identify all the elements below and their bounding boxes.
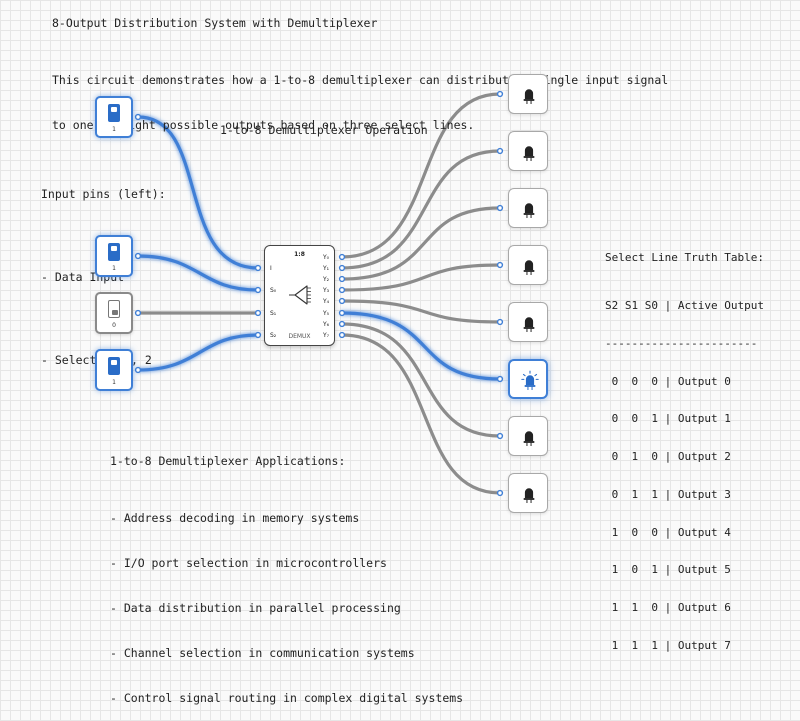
led-bulb-icon	[523, 488, 535, 503]
demux-symbol-icon	[289, 285, 311, 305]
application-item: - I/O port selection in microcontrollers	[110, 556, 387, 570]
switch-select-0[interactable]: 1	[95, 235, 133, 277]
application-item: - Channel selection in communication sys…	[110, 646, 415, 660]
output-led-1[interactable]	[508, 131, 548, 171]
application-item: - Data distribution in parallel processi…	[110, 601, 401, 615]
led-bulb-icon	[523, 89, 535, 104]
led-bulb-icon	[523, 146, 535, 161]
switch-select-1[interactable]: 0	[95, 292, 133, 334]
description: This circuit demonstrates how a 1-to-8 d…	[52, 43, 668, 148]
demux-pin-i: I	[270, 265, 272, 272]
wire-y4	[340, 299, 502, 324]
demux-component[interactable]: 1:8 I S₀ S₁ S₂ Y₀ Y₁ Y₂ Y₃ Y₄ Y₅ Y₆ Y₇ D…	[264, 245, 335, 346]
truth-table-row: 1 0 0 | Output 4	[605, 525, 731, 539]
truth-table-row: 0 0 1 | Output 1	[605, 412, 731, 426]
switch-value: 1	[112, 265, 116, 272]
demux-pin-y7: Y₇	[323, 332, 330, 339]
operation-label: 1-to-8 Demultiplexer Operation	[220, 123, 428, 137]
switch-value: 1	[112, 126, 116, 133]
wire-y2	[340, 206, 502, 281]
output-led-7[interactable]	[508, 473, 548, 513]
demux-pin-y2: Y₂	[323, 276, 330, 283]
truth-table-header: S2 S1 S0 | Active Output	[605, 298, 764, 312]
switch-data-input[interactable]: 1	[95, 96, 133, 138]
application-item: - Address decoding in memory systems	[110, 511, 360, 525]
output-led-2[interactable]	[508, 188, 548, 228]
output-led-4[interactable]	[508, 302, 548, 342]
truth-table-row: 0 1 1 | Output 3	[605, 487, 731, 501]
output-led-3[interactable]	[508, 245, 548, 285]
demux-pin-s2: S₂	[270, 332, 277, 339]
truth-table-row: 1 1 1 | Output 7	[605, 639, 731, 652]
truth-table-row: 1 1 0 | Output 6	[605, 601, 731, 615]
applications-heading: 1-to-8 Demultiplexer Applications:	[110, 454, 346, 468]
toggle-lever-icon	[108, 357, 120, 375]
led-bulb-icon	[523, 317, 535, 332]
led-bulb-icon	[521, 370, 539, 390]
switch-value: 0	[112, 322, 116, 329]
truth-table-separator: -----------------------	[605, 336, 758, 350]
applications-list: 1-to-8 Demultiplexer Applications: - Add…	[110, 424, 463, 721]
led-bulb-icon	[523, 431, 535, 446]
input-pins-heading: Input pins (left):	[41, 187, 166, 201]
demux-pin-s1: S₁	[270, 310, 277, 317]
led-bulb-icon	[523, 260, 535, 275]
toggle-lever-icon	[108, 104, 120, 122]
demux-ratio-label: 1:8	[294, 251, 305, 258]
demux-pin-y1: Y₁	[323, 265, 330, 272]
truth-table-row: 1 0 1 | Output 5	[605, 563, 731, 577]
demux-pin-y4: Y₄	[323, 298, 330, 305]
truth-table-row: 0 1 0 | Output 2	[605, 450, 731, 464]
demux-pin-y3: Y₃	[323, 287, 330, 294]
toggle-lever-icon	[108, 243, 120, 261]
switch-select-2[interactable]: 1	[95, 349, 133, 391]
page-title: 8-Output Distribution System with Demult…	[52, 16, 378, 30]
demux-name-label: DEMUX	[288, 333, 311, 340]
application-item: - Control signal routing in complex digi…	[110, 691, 464, 705]
wire-y6	[340, 322, 502, 438]
output-led-0[interactable]	[508, 74, 548, 114]
demux-pin-y6: Y₆	[323, 321, 330, 328]
wire-y1	[340, 149, 502, 270]
demux-pin-y0: Y₀	[323, 254, 330, 261]
output-led-6[interactable]	[508, 416, 548, 456]
description-line: This circuit demonstrates how a 1-to-8 d…	[52, 73, 669, 87]
led-bulb-icon	[523, 203, 535, 218]
truth-table: Select Line Truth Table: S2 S1 S0 | Acti…	[605, 227, 764, 665]
truth-table-row: 0 0 0 | Output 0	[605, 374, 731, 388]
truth-table-title: Select Line Truth Table:	[605, 251, 764, 265]
toggle-lever-icon	[108, 300, 120, 318]
wire-y5	[340, 311, 502, 381]
demux-pin-y5: Y₅	[323, 310, 330, 317]
switch-value: 1	[112, 379, 116, 386]
output-led-5[interactable]	[508, 359, 548, 399]
wire-y3	[340, 263, 502, 292]
demux-pin-s0: S₀	[270, 287, 277, 294]
